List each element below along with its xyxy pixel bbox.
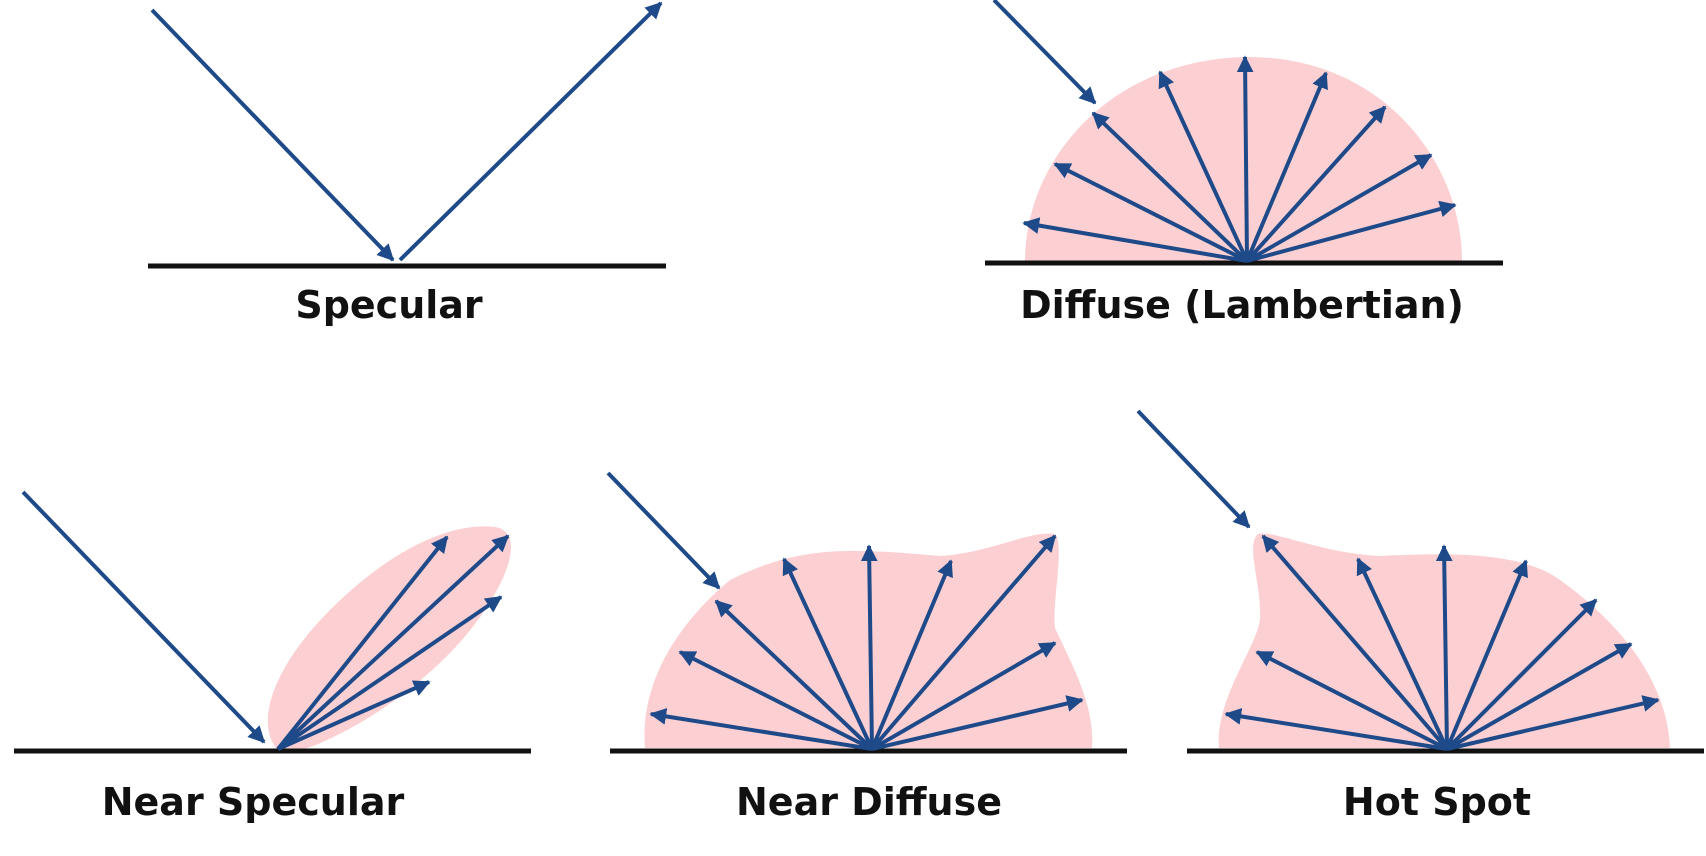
scattered-ray-arrow	[1445, 559, 1528, 750]
scattered-ray-arrow	[678, 650, 873, 751]
panel-label-hot-spot: Hot Spot	[1343, 780, 1531, 824]
reflected-ray-arrow	[398, 1, 663, 262]
scattered-ray-arrow	[1356, 557, 1449, 750]
scattered-ray-arrow	[649, 708, 873, 751]
scattered-ray-arrow	[870, 641, 1057, 751]
scattered-rays	[649, 534, 1084, 751]
panel-specular: Specular	[148, 1, 666, 327]
scattered-ray-arrow	[782, 557, 874, 750]
scattered-ray-arrow	[1246, 153, 1433, 263]
incident-ray-arrow	[606, 471, 721, 590]
scattered-ray-arrow	[276, 595, 503, 751]
scattered-ray-arrow	[277, 680, 431, 751]
panel-hot-spot: Hot Spot	[1136, 409, 1704, 824]
scattered-ray-arrow	[1091, 111, 1249, 263]
panel-near-diffuse: Near Diffuse	[606, 471, 1127, 824]
scattered-ray-arrow	[870, 534, 1057, 751]
scattered-ray-arrow	[1236, 55, 1254, 262]
scattered-ray-arrow	[1445, 598, 1598, 751]
scattered-ray-arrow	[1261, 534, 1449, 751]
scattered-ray-arrow	[1224, 708, 1448, 751]
scattered-ray-arrow	[1158, 70, 1249, 262]
reflection-lobe	[1025, 56, 1462, 262]
incident-ray-arrow	[150, 8, 395, 262]
scattered-ray-arrow	[1446, 642, 1633, 751]
scattered-ray-arrow	[871, 695, 1084, 751]
scattered-ray-arrow	[1053, 162, 1248, 263]
scattered-ray-arrow	[276, 535, 449, 751]
scattered-ray-arrow	[1255, 650, 1448, 751]
incident-ray-arrow	[1136, 409, 1251, 529]
scattered-rays	[1022, 55, 1457, 263]
panel-label-diffuse: Diffuse (Lambertian)	[1020, 283, 1464, 327]
panel-label-specular: Specular	[295, 283, 483, 327]
reflection-lobe	[644, 533, 1093, 748]
scattered-rays	[1224, 534, 1660, 751]
incident-ray-arrow	[21, 490, 266, 744]
reflection-lobe	[267, 526, 512, 751]
scattered-ray-arrow	[1435, 544, 1453, 750]
panel-label-near-specular: Near Specular	[102, 780, 405, 824]
scattered-ray-arrow	[1246, 200, 1457, 263]
panel-label-near-diffuse: Near Diffuse	[736, 780, 1002, 824]
scattered-ray-arrow	[1245, 71, 1328, 262]
scattered-ray-arrow	[1446, 695, 1660, 751]
incident-ray-arrow	[992, 0, 1097, 105]
scattered-ray-arrow	[276, 534, 510, 751]
scattered-ray-arrow	[870, 559, 953, 750]
scattered-rays	[276, 534, 510, 751]
scattered-ray-arrow	[860, 544, 878, 750]
panel-diffuse: Diffuse (Lambertian)	[985, 0, 1503, 327]
scattered-ray-arrow	[1245, 105, 1387, 263]
panel-near-specular: Near Specular	[14, 490, 531, 824]
scattered-ray-arrow	[714, 599, 874, 751]
scattered-ray-arrow	[1022, 217, 1248, 263]
